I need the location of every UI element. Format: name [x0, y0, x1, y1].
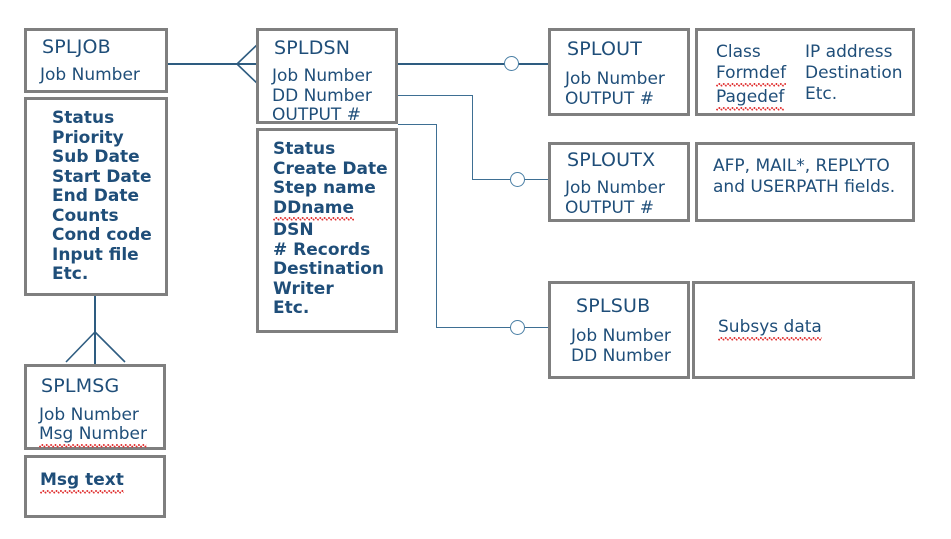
note-sploutx[interactable]: AFP, MAIL*, REPLYTO and USERPATH fields. — [695, 142, 915, 222]
entity-splout-header[interactable]: SPLOUT Job Number OUTPUT # — [548, 28, 690, 116]
connector-spldsn-splsub-seg1 — [398, 124, 437, 125]
connector-spljob-splmsg-line — [94, 294, 96, 364]
connector-spljob-spldsn-line — [166, 63, 258, 65]
entity-splmsg-header[interactable]: SPLMSG Job Number Msg Number — [24, 364, 166, 450]
entity-spljob-header[interactable]: SPLJOB Job Number — [24, 28, 168, 93]
note-line: Class — [716, 42, 761, 62]
attr-item: Status — [273, 139, 336, 159]
entity-splout-key-list: Job Number OUTPUT # — [565, 69, 665, 109]
attr-item: Writer — [273, 278, 334, 299]
key-item: Job Number — [272, 66, 372, 86]
note-line: Pagedef — [716, 87, 786, 111]
attr-item: # Records — [273, 239, 371, 260]
attr-item: DSN — [273, 220, 314, 240]
key-item: Job Number — [565, 178, 665, 198]
entity-sploutx-key-list: Job Number OUTPUT # — [565, 178, 665, 218]
key-item: OUTPUT # — [565, 88, 654, 109]
attr-item: Create Date — [273, 158, 388, 179]
attr-item: Start Date — [52, 166, 152, 187]
entity-splmsg-attr-list: Msg text — [40, 470, 124, 494]
note-sploutx-text: AFP, MAIL*, REPLYTO and USERPATH fields. — [713, 156, 895, 198]
entity-spldsn-key-list: Job Number DD Number OUTPUT # — [272, 66, 372, 126]
attr-item: Etc. — [52, 264, 89, 284]
note-splout[interactable]: Class Formdef Pagedef IP address Destina… — [695, 28, 915, 116]
attr-item: Step name — [273, 178, 376, 198]
entity-splmsg-attributes[interactable]: Msg text — [24, 455, 166, 518]
key-item: Job Number — [565, 69, 665, 89]
entity-sploutx-header[interactable]: SPLOUTX Job Number OUTPUT # — [548, 142, 690, 222]
connector-spldsn-sploutx-seg2 — [472, 95, 473, 180]
entity-splmsg-title: SPLMSG — [41, 375, 120, 397]
attr-item: Etc. — [273, 298, 310, 318]
key-item: DD Number — [571, 345, 671, 366]
connector-spldsn-splsub-seg3 — [436, 327, 550, 328]
entity-spljob-key-0: Job Number — [40, 65, 140, 85]
entity-splsub-header[interactable]: SPLSUB Job Number DD Number — [548, 281, 690, 379]
attr-item: Cond code — [52, 225, 152, 245]
note-splsub-text: Subsys data — [718, 317, 822, 341]
key-item: DD Number — [272, 85, 372, 106]
misspelled-text: Formdef — [716, 63, 787, 87]
key-item: OUTPUT # — [565, 197, 654, 218]
entity-spldsn-header[interactable]: SPLDSN Job Number DD Number OUTPUT # — [256, 28, 398, 126]
entity-spldsn-attr-list: Status Create Date Step name DDname DSN … — [273, 139, 388, 319]
attr-item: Counts — [52, 205, 119, 226]
note-line: Etc. — [805, 84, 838, 104]
crowsfoot-splmsg — [65, 331, 126, 363]
misspelled-text: DDname — [273, 198, 355, 222]
entity-spldsn-title: SPLDSN — [274, 37, 351, 59]
key-item: OUTPUT # — [272, 105, 361, 125]
entity-sploutx-title: SPLOUTX — [567, 149, 656, 171]
cardinality-circle-splout — [504, 56, 519, 71]
attr-item: DDname — [273, 198, 388, 222]
note-line: IP address — [805, 42, 893, 62]
misspelled-text: Subsys data — [718, 317, 822, 341]
misspelled-text: Msg text — [40, 470, 124, 494]
attr-item: End Date — [52, 186, 140, 206]
attr-item: Priority — [52, 127, 124, 148]
note-line: Formdef — [716, 63, 787, 87]
attr-item: Sub Date — [52, 147, 140, 167]
note-splsub[interactable]: Subsys data — [692, 281, 915, 379]
note-line: AFP, MAIL*, REPLYTO — [713, 156, 890, 176]
entity-spljob-attr-list: Status Priority Sub Date Start Date End … — [52, 108, 152, 285]
entity-splout-title: SPLOUT — [567, 38, 643, 60]
entity-splmsg-key-0: Job Number — [39, 405, 139, 425]
entity-spldsn-attributes[interactable]: Status Create Date Step name DDname DSN … — [256, 128, 398, 333]
cardinality-circle-sploutx — [510, 172, 525, 187]
note-splout-column-0: Class Formdef Pagedef — [716, 42, 787, 111]
attr-item: Input file — [52, 244, 139, 265]
attr-item: Destination — [273, 259, 385, 279]
attr-item: Status — [52, 108, 115, 128]
misspelled-text: Msg Number — [39, 424, 148, 448]
entity-spljob-attributes[interactable]: Status Priority Sub Date Start Date End … — [24, 97, 168, 296]
key-item: Job Number — [571, 326, 671, 346]
connector-spldsn-splsub-seg2 — [436, 124, 437, 328]
note-line: Destination — [805, 63, 903, 83]
connector-spldsn-splout-line — [398, 63, 550, 65]
entity-splmsg-key-1: Msg Number — [39, 424, 148, 448]
entity-spljob-title: SPLJOB — [42, 36, 111, 58]
cardinality-circle-splsub — [510, 320, 525, 335]
misspelled-text: Pagedef — [716, 87, 785, 111]
note-splout-column-1: IP address Destination Etc. — [805, 42, 903, 105]
entity-splsub-key-list: Job Number DD Number — [571, 326, 671, 366]
note-line: and USERPATH fields. — [713, 177, 896, 197]
connector-spldsn-sploutx-seg1 — [398, 95, 473, 96]
entity-splsub-title: SPLSUB — [576, 295, 651, 317]
